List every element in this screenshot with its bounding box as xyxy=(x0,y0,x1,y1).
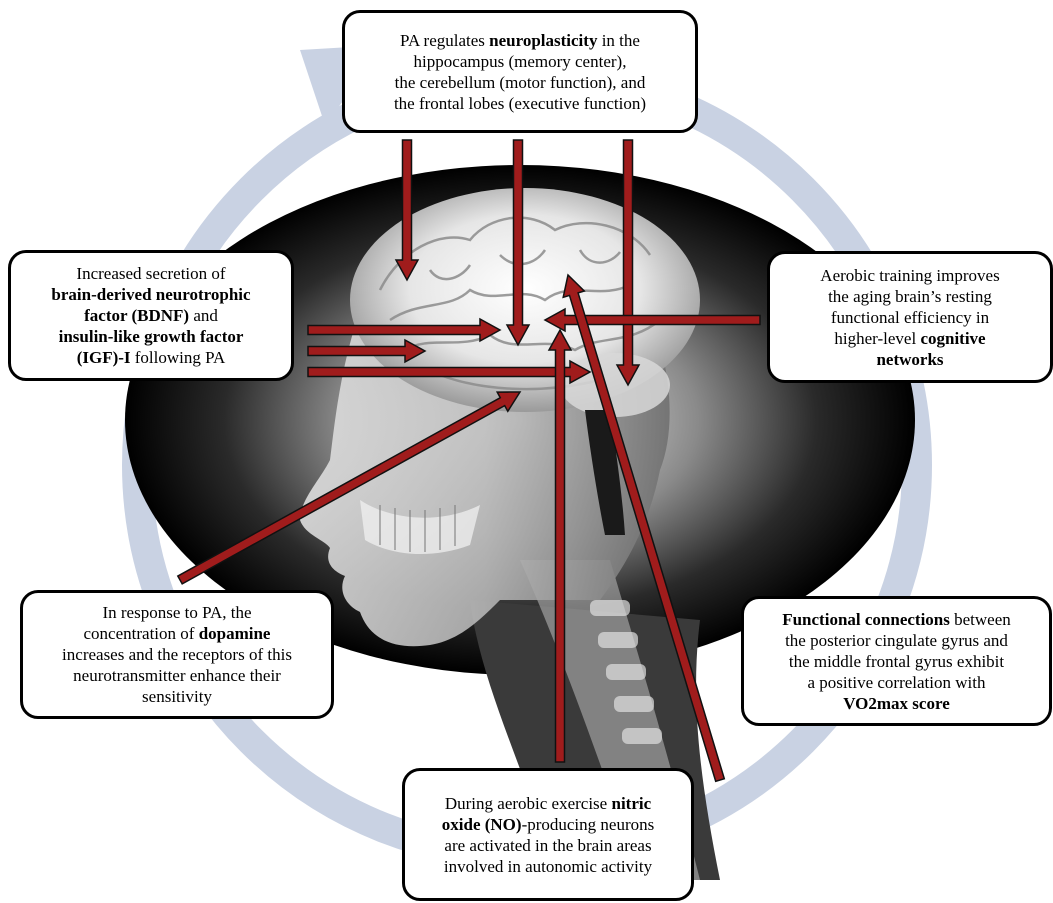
text-line: (IGF)-I following PA xyxy=(77,347,226,368)
text-line: the middle frontal gyrus exhibit xyxy=(789,651,1004,672)
bold-term: nitric xyxy=(611,794,651,813)
bold-term: neuroplasticity xyxy=(489,31,597,50)
text-line: neurotransmitter enhance their xyxy=(73,665,281,686)
box-dopamine: In response to PA, theconcentration of d… xyxy=(20,590,334,719)
text-line: hippocampus (memory center), xyxy=(414,51,627,72)
bold-term: dopamine xyxy=(199,624,271,643)
text-run: following PA xyxy=(131,348,226,367)
text-run: In response to PA, the xyxy=(102,603,251,622)
text-run: the frontal lobes (executive function) xyxy=(394,94,646,113)
text-line: Aerobic training improves xyxy=(820,265,999,286)
box-aerobic-training: Aerobic training improves the aging brain… xyxy=(767,251,1053,383)
text-run: hippocampus (memory center), xyxy=(414,52,627,71)
text-run: -producing neurons xyxy=(522,815,655,834)
bold-term: Functional connections xyxy=(782,610,950,629)
text-line: oxide (NO)-producing neurons xyxy=(442,814,654,835)
text-run: higher-level xyxy=(834,329,920,348)
text-line: brain-derived neurotrophic xyxy=(51,284,250,305)
text-run: functional efficiency in xyxy=(831,308,989,327)
bold-term: VO2max score xyxy=(843,694,950,713)
box-neuroplasticity: PA regulates neuroplasticity in thehippo… xyxy=(342,10,698,133)
text-line: the posterior cingulate gyrus and xyxy=(785,630,1008,651)
bold-term: factor (BDNF) xyxy=(84,306,189,325)
text-run: Aerobic training improves xyxy=(820,266,999,285)
bold-term: (IGF)-I xyxy=(77,348,131,367)
text-line: networks xyxy=(876,349,943,370)
text-line: PA regulates neuroplasticity in the xyxy=(400,30,640,51)
text-line: In response to PA, the xyxy=(102,602,251,623)
text-line: Increased secretion of xyxy=(76,263,225,284)
text-line: functional efficiency in xyxy=(831,307,989,328)
text-line: a positive correlation with xyxy=(808,672,986,693)
text-line: sensitivity xyxy=(142,686,212,707)
text-line: the frontal lobes (executive function) xyxy=(394,93,646,114)
text-line: concentration of dopamine xyxy=(84,623,271,644)
bold-term: cognitive xyxy=(920,329,985,348)
text-line: factor (BDNF) and xyxy=(84,305,218,326)
text-run: the cerebellum (motor function), and xyxy=(395,73,646,92)
text-run: increases and the receptors of this xyxy=(62,645,292,664)
bold-term: insulin-like growth factor xyxy=(59,327,244,346)
text-run: a positive correlation with xyxy=(808,673,986,692)
text-run: PA regulates xyxy=(400,31,489,50)
text-run: the aging brain’s resting xyxy=(828,287,992,306)
text-line: increases and the receptors of this xyxy=(62,644,292,665)
text-run: During aerobic exercise xyxy=(445,794,612,813)
bold-term: brain-derived neurotrophic xyxy=(51,285,250,304)
text-run: Increased secretion of xyxy=(76,264,225,283)
bold-term: networks xyxy=(876,350,943,369)
text-line: involved in autonomic activity xyxy=(444,856,652,877)
text-line: the aging brain’s resting xyxy=(828,286,992,307)
text-line: higher-level cognitive xyxy=(834,328,985,349)
text-line: insulin-like growth factor xyxy=(59,326,244,347)
text-line: the cerebellum (motor function), and xyxy=(395,72,646,93)
box-nitric-oxide: During aerobic exercise nitricoxide (NO)… xyxy=(402,768,694,901)
bold-term: oxide (NO) xyxy=(442,815,522,834)
text-line: are activated in the brain areas xyxy=(444,835,651,856)
box-bdnf-igf: Increased secretion of brain-derived neur… xyxy=(8,250,294,381)
text-run: the middle frontal gyrus exhibit xyxy=(789,652,1004,671)
text-run: concentration of xyxy=(84,624,199,643)
text-run: neurotransmitter enhance their xyxy=(73,666,281,685)
text-run: involved in autonomic activity xyxy=(444,857,652,876)
box-functional-connections: Functional connections betweenthe poster… xyxy=(741,596,1052,726)
text-run: are activated in the brain areas xyxy=(444,836,651,855)
text-run: and xyxy=(189,306,218,325)
text-run: sensitivity xyxy=(142,687,212,706)
text-line: During aerobic exercise nitric xyxy=(445,793,651,814)
text-line: VO2max score xyxy=(843,693,950,714)
text-run: the posterior cingulate gyrus and xyxy=(785,631,1008,650)
text-line: Functional connections between xyxy=(782,609,1011,630)
text-run: in the xyxy=(597,31,640,50)
text-run: between xyxy=(950,610,1011,629)
